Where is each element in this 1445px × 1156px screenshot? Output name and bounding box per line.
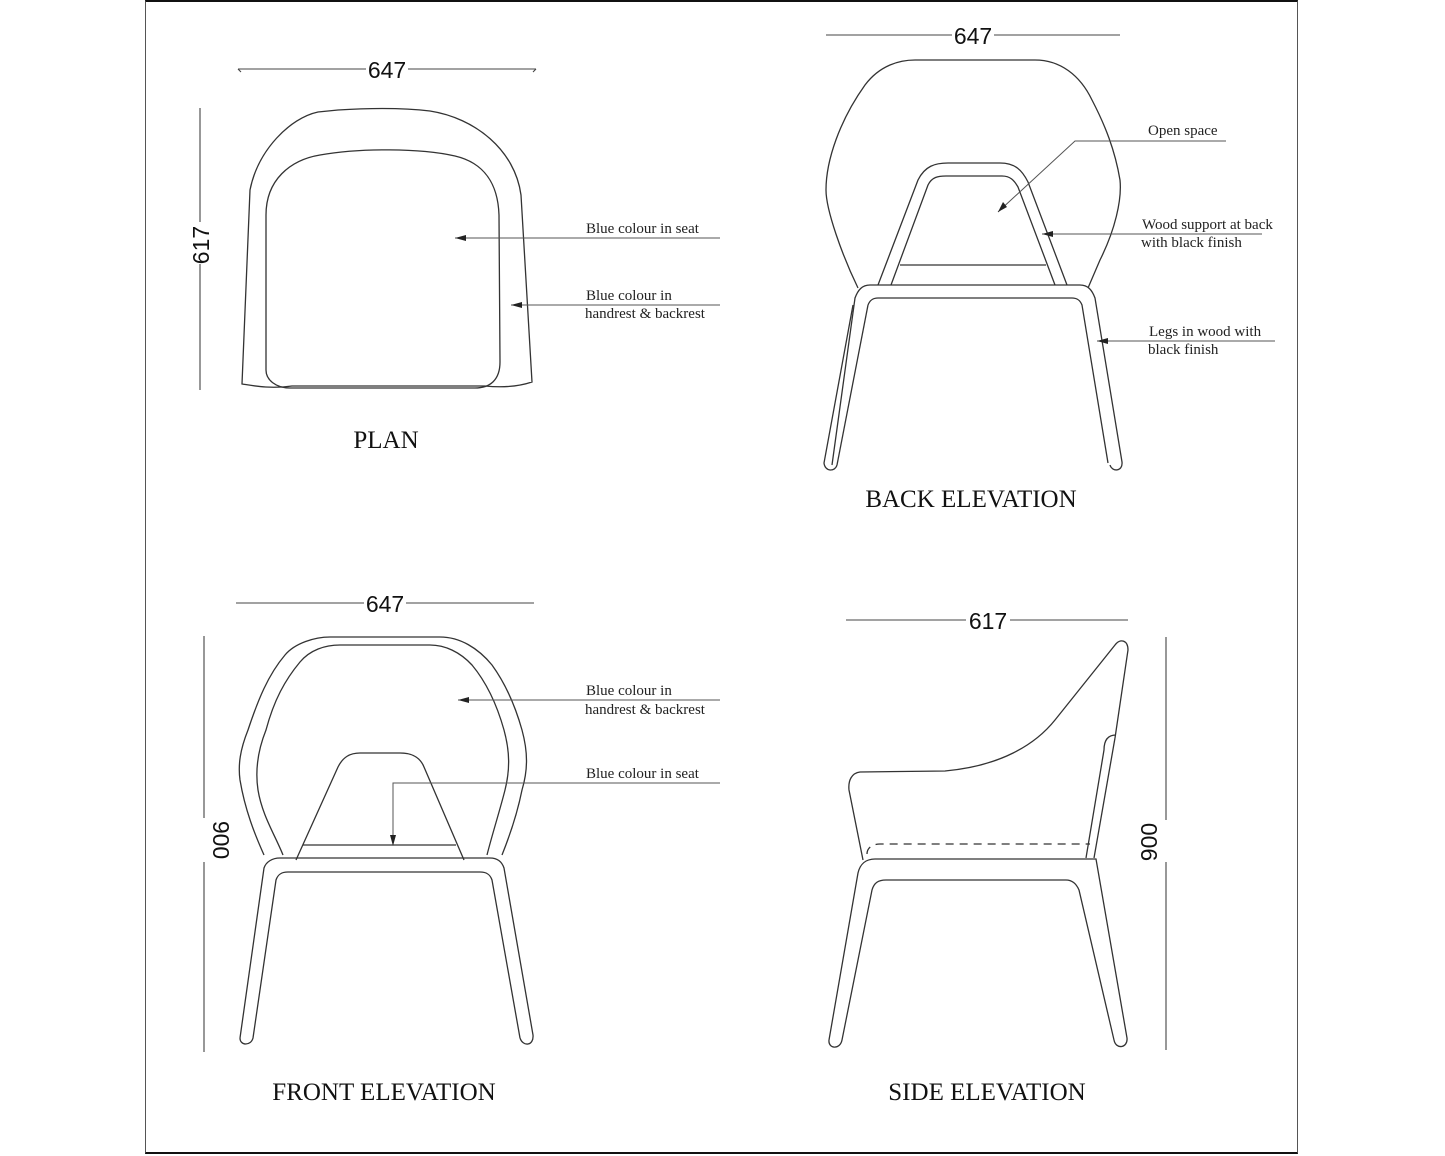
back-note-open-space: Open space xyxy=(997,123,1226,213)
plan-depth-dimension: 617 xyxy=(188,108,214,390)
plan-note-handrest-line1: Blue colour in xyxy=(586,288,672,304)
side-elevation-title: SIDE ELEVATION xyxy=(888,1079,1085,1106)
plan-depth-label: 617 xyxy=(188,226,214,264)
front-note-handrest-line2: handrest & backrest xyxy=(585,702,706,718)
plan-note-handrest-line2: handrest & backrest xyxy=(585,306,706,322)
drawing-sheet-border xyxy=(145,0,1298,1154)
front-frame-outer xyxy=(239,857,534,1045)
side-depth-label: 617 xyxy=(969,608,1007,634)
front-note-handrest-line1: Blue colour in xyxy=(586,683,672,699)
back-shell-outline xyxy=(825,59,1121,289)
plan-note-handrest: Blue colour in handrest & backrest xyxy=(511,288,720,322)
front-note-seat: Blue colour in seat xyxy=(390,766,720,846)
back-frame-inner xyxy=(823,297,1109,471)
front-height-dimension: 900 xyxy=(203,636,234,1052)
back-wood-support-outer xyxy=(877,162,1068,286)
back-wood-support-inner xyxy=(890,175,1056,286)
plan-inner-seat xyxy=(265,149,501,389)
plan-view: 647 617 Blue colour in seat Blue colour … xyxy=(188,57,720,454)
back-note-wood-support: Wood support at back with black finish xyxy=(1042,217,1273,251)
side-frame-outer xyxy=(828,858,1128,1048)
back-elevation-view: 647 Open space Wood support at back with… xyxy=(823,23,1275,513)
side-height-dimension: 900 xyxy=(1136,637,1167,1050)
back-note-legs: Legs in wood with black finish xyxy=(1097,324,1275,358)
side-frame-inner xyxy=(828,879,1115,1048)
plan-note-seat-text: Blue colour in seat xyxy=(586,221,700,237)
front-width-label: 647 xyxy=(366,591,404,617)
back-note-wood-support-line1: Wood support at back xyxy=(1142,217,1273,233)
front-width-dimension: 647 xyxy=(236,591,534,617)
back-note-legs-line2: black finish xyxy=(1148,342,1219,358)
front-elevation-title: FRONT ELEVATION xyxy=(272,1079,495,1106)
plan-title: PLAN xyxy=(353,427,418,454)
side-elevation-view: 617 900 SIDE ELEVATION xyxy=(828,608,1167,1106)
front-elevation-view: 647 900 Blue colour in handrest & backre… xyxy=(203,591,720,1106)
back-elevation-title: BACK ELEVATION xyxy=(865,486,1076,513)
back-frame-outer xyxy=(831,284,1123,471)
front-frame-inner xyxy=(239,871,521,1045)
side-shell-profile xyxy=(848,640,1129,861)
side-backrest-edge xyxy=(1085,734,1117,859)
side-seat-hidden-line xyxy=(866,843,1090,855)
front-shell-inner xyxy=(256,644,510,856)
front-note-handrest: Blue colour in handrest & backrest xyxy=(458,683,720,718)
front-note-seat-text: Blue colour in seat xyxy=(586,766,700,782)
back-width-label: 647 xyxy=(954,23,992,49)
front-shell-outer xyxy=(238,636,528,856)
front-seat-cutout xyxy=(295,752,465,861)
plan-outer-shell xyxy=(241,107,533,388)
back-note-open-space-text: Open space xyxy=(1148,123,1218,139)
plan-note-seat: Blue colour in seat xyxy=(455,221,720,241)
plan-width-label: 647 xyxy=(368,57,406,83)
back-note-legs-line1: Legs in wood with xyxy=(1149,324,1262,340)
back-width-dimension: 647 xyxy=(826,23,1120,49)
side-height-label: 900 xyxy=(1136,823,1162,861)
back-note-wood-support-line2: with black finish xyxy=(1141,235,1242,251)
plan-width-dimension: 647 xyxy=(237,57,537,83)
side-depth-dimension: 617 xyxy=(846,608,1128,634)
front-height-label: 900 xyxy=(208,821,234,859)
